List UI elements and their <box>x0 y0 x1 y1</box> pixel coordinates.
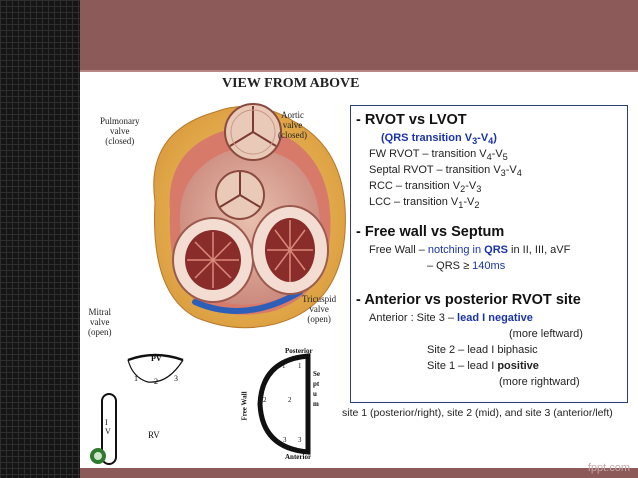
iv-label: I V <box>105 418 111 436</box>
tricuspid-valve-label: Tricuspid valve (open) <box>302 294 336 324</box>
lcc-text: LCC – transition V <box>369 196 459 208</box>
rvot-lvot-heading: - RVOT vs LVOT <box>356 112 467 128</box>
freewall-prefix: Free Wall – <box>369 244 428 256</box>
rv-label: RV <box>148 430 160 440</box>
fw-mid: -V <box>491 148 503 160</box>
septum-label: Septum <box>313 370 320 408</box>
sub-4: 4 <box>488 136 494 147</box>
anterior-site3-line: Anterior : Site 3 – lead I negative <box>369 312 533 324</box>
slide-header-band <box>80 0 638 72</box>
site1-prefix: Site 1 – lead I <box>427 360 498 372</box>
right-site-1b: 1 <box>298 362 302 370</box>
right-site-2a: 2 <box>263 396 267 404</box>
slide-content: VIEW FROM ABOVE Pulmonary <box>80 72 638 468</box>
lcc-sub2: 2 <box>474 200 480 211</box>
pv-label: PV <box>151 354 162 363</box>
qrs-transition-line: (QRS transition V3-V4) <box>381 132 497 146</box>
anterior-label: Anterior <box>285 453 312 461</box>
septal-rvot-text: Septal RVOT – transition V <box>369 164 501 176</box>
header-divider <box>80 70 638 72</box>
rcc-line: RCC – transition V2-V3 <box>369 180 481 194</box>
freewall-notching-line: Free Wall – notching in QRS in II, III, … <box>369 244 570 256</box>
septal-sub1: 3 <box>500 168 506 179</box>
mitral-label-line3: (open) <box>88 327 112 337</box>
qrs-duration-line: – QRS ≥ 140ms <box>427 260 505 272</box>
sub-3: 3 <box>472 136 478 147</box>
aortic-label-line3: (closed) <box>278 130 307 140</box>
heart-valves-illustration <box>153 103 346 329</box>
pulmonary-valve-label: Pulmonary valve (closed) <box>100 116 140 146</box>
notching-text: notching in <box>427 244 485 256</box>
site1-line: Site 1 – lead I positive <box>427 360 539 372</box>
slide-footer-band <box>80 468 638 478</box>
anterior-site3-prefix: Anterior : Site 3 – <box>369 312 458 324</box>
qrs-duration-value: 140ms <box>472 260 506 272</box>
right-site-2b: 2 <box>288 396 292 404</box>
mitral-valve-label: Mitral valve (open) <box>88 307 112 337</box>
rcc-text: RCC – transition V <box>369 180 461 192</box>
pulmonary-label-line3: (closed) <box>105 136 135 146</box>
pulmonary-label-line2: valve <box>110 126 130 136</box>
right-site-1a: 1 <box>282 362 286 370</box>
rcc-sub2: 3 <box>476 184 482 195</box>
fw-sub1: 4 <box>486 152 492 163</box>
lead-i-positive: positive <box>497 360 539 372</box>
more-leftward-note: (more leftward) <box>509 328 583 340</box>
septal-rvot-line: Septal RVOT – transition V3-V4 <box>369 164 522 178</box>
qrs-transition-text: QRS transition V <box>384 132 473 144</box>
lcc-line: LCC – transition V1-V2 <box>369 196 479 210</box>
rv-schematic-diagram <box>90 353 184 465</box>
lcc-mid: -V <box>463 196 475 208</box>
paren-close: ) <box>493 132 497 144</box>
aortic-valve-label: Aortic valve (closed) <box>278 110 307 140</box>
dash-v: -V <box>477 132 489 144</box>
leads-text: in II, III, aVF <box>508 244 571 256</box>
lead-i-negative: lead I negative <box>457 312 533 324</box>
site2-line: Site 2 – lead I biphasic <box>427 344 538 356</box>
left-site-1: 1 <box>134 374 138 383</box>
mitral-label-line2: valve <box>90 317 110 327</box>
lcc-sub1: 1 <box>458 200 464 211</box>
free-wall-label: Free Wall <box>240 391 249 421</box>
fw-rvot-text: FW RVOT – transition V <box>369 148 487 160</box>
tricuspid-label-line2: valve <box>309 304 329 314</box>
sites-footnote: site 1 (posterior/right), site 2 (mid), … <box>342 407 613 419</box>
paren-open: ( <box>381 132 385 144</box>
right-site-3b: 3 <box>298 436 302 444</box>
rcc-mid: -V <box>465 180 477 192</box>
qrs-duration-prefix: – QRS ≥ <box>427 260 473 272</box>
rvot-criteria-box: - RVOT vs LVOT (QRS transition V3-V4) FW… <box>350 105 628 403</box>
septal-sub2: 4 <box>516 168 522 179</box>
mitral-label-line1: Mitral <box>88 307 112 317</box>
freewall-septum-heading: - Free wall vs Septum <box>356 224 505 240</box>
decorative-grid-strip <box>0 0 80 478</box>
fw-sub2: 5 <box>502 152 508 163</box>
left-site-3: 3 <box>174 374 178 383</box>
left-site-2: 2 <box>154 377 158 386</box>
rcc-sub1: 2 <box>460 184 466 195</box>
aortic-label-line1: Aortic <box>281 110 304 120</box>
anterior-posterior-heading: - Anterior vs posterior RVOT site <box>356 292 581 308</box>
tricuspid-label-line1: Tricuspid <box>302 294 337 304</box>
more-rightward-note: (more rightward) <box>499 376 580 388</box>
posterior-label: Posterior <box>285 347 313 355</box>
pulmonary-label-line1: Pulmonary <box>100 116 140 126</box>
aortic-label-line2: valve <box>282 120 303 130</box>
view-title: VIEW FROM ABOVE <box>222 76 360 91</box>
watermark: fppt.com <box>587 462 630 474</box>
fw-rvot-line: FW RVOT – transition V4-V5 <box>369 148 508 162</box>
right-site-3a: 3 <box>283 436 287 444</box>
septal-mid: -V <box>505 164 517 176</box>
tricuspid-label-line3: (open) <box>307 314 331 324</box>
qrs-bold: QRS <box>484 244 508 256</box>
rvot-site-cross-section <box>257 353 311 455</box>
